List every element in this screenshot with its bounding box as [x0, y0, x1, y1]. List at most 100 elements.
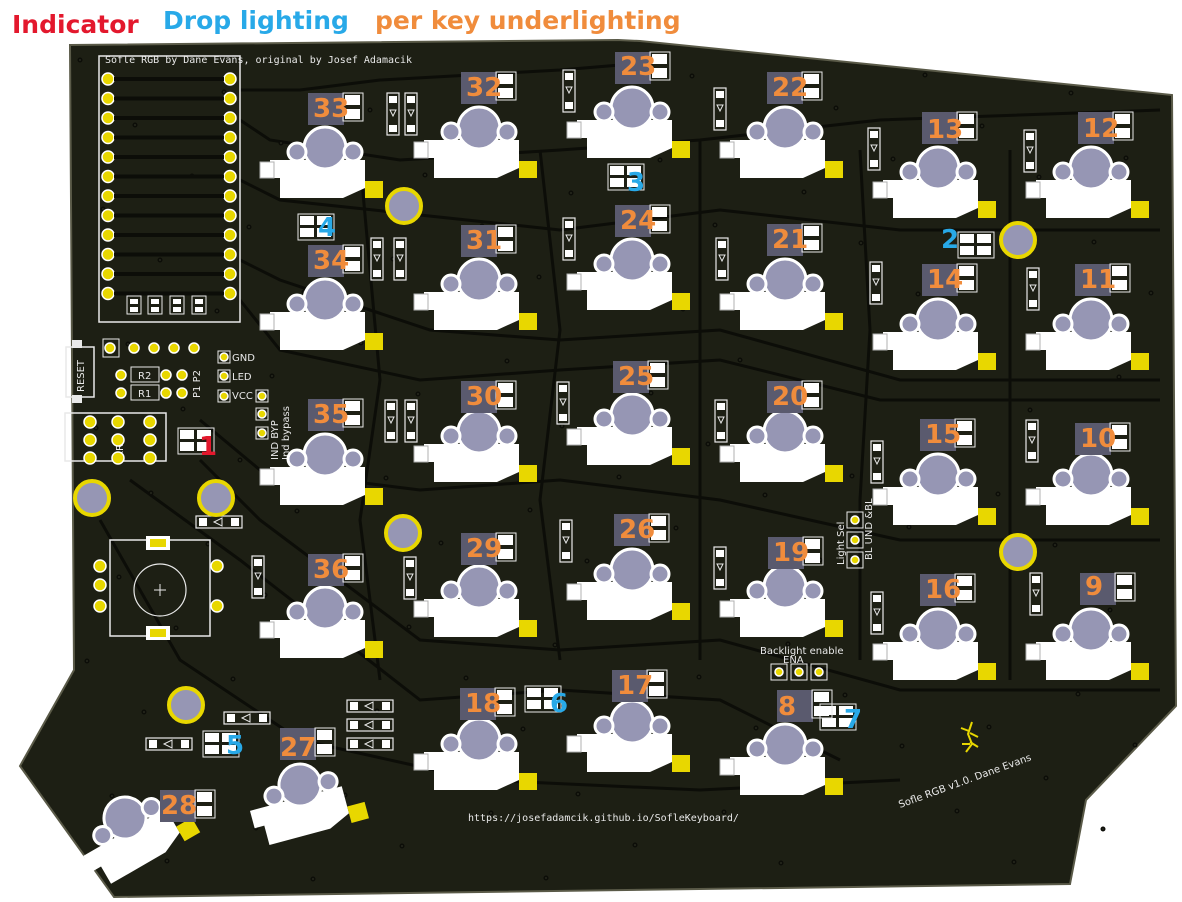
key-label-21: 21 — [772, 225, 808, 255]
switch-footprint — [566, 85, 690, 158]
via-dot — [543, 875, 549, 881]
drop-label-5: 5 — [226, 731, 244, 761]
via-dot — [842, 692, 848, 698]
through-hole-pad — [794, 667, 804, 677]
legend-drop-lighting: Drop lighting — [163, 6, 349, 35]
smd-pad — [147, 295, 163, 315]
via-dot — [785, 641, 791, 647]
switch-footprint — [872, 452, 996, 525]
url-silkscreen: https://josefadamcik.github.io/SofleKeyb… — [468, 813, 739, 824]
via-dot — [1036, 174, 1042, 180]
via-dot — [801, 189, 807, 195]
via-dot — [906, 524, 912, 530]
mounting-hole — [385, 187, 423, 225]
led-footprint — [1080, 572, 1136, 605]
via-dot — [157, 257, 163, 263]
via-dot — [995, 491, 1001, 497]
switch-footprint — [413, 105, 537, 178]
key-label-19: 19 — [773, 538, 809, 568]
through-hole-pad — [160, 387, 172, 399]
through-hole-pad — [143, 433, 157, 447]
led-label: LED — [232, 372, 252, 383]
smd-pad — [126, 295, 142, 315]
diode-footprint — [370, 237, 384, 281]
key-label-17: 17 — [617, 671, 653, 701]
key-label-30: 30 — [466, 382, 502, 412]
via-dot — [148, 490, 154, 496]
through-hole-pad — [111, 433, 125, 447]
key-label-27: 27 — [280, 733, 316, 763]
through-hole-pad — [111, 415, 125, 429]
led-footprint — [615, 204, 671, 237]
gnd-label: GND — [232, 353, 255, 364]
via-dot — [1052, 542, 1058, 548]
via-dot — [584, 558, 590, 564]
key-label-10: 10 — [1080, 424, 1116, 454]
key-label-32: 32 — [466, 73, 502, 103]
via-dot — [342, 792, 348, 798]
led-footprint — [922, 263, 978, 296]
switch-footprint — [259, 585, 383, 658]
via-dot — [1075, 691, 1081, 697]
via-dot — [1116, 374, 1122, 380]
via-dot — [915, 291, 921, 297]
smd-pad — [191, 295, 207, 315]
via-dot — [1027, 407, 1033, 413]
through-hole-pad — [257, 428, 267, 438]
through-hole-pad — [143, 451, 157, 465]
switch-footprint — [719, 257, 843, 330]
led-footprint — [461, 380, 517, 413]
ena-label: ENA — [783, 655, 804, 666]
key-label-35: 35 — [313, 400, 349, 430]
through-hole-pad — [115, 369, 127, 381]
key-label-33: 33 — [313, 94, 349, 124]
mounting-hole — [384, 514, 422, 552]
diode-footprint — [145, 737, 193, 751]
via-dot — [922, 72, 928, 78]
via-dot — [415, 391, 421, 397]
led-footprint — [777, 689, 833, 722]
via-dot — [673, 525, 679, 531]
smd-led-footprint — [202, 730, 240, 758]
mounting-hole — [999, 533, 1037, 571]
through-hole-pad — [93, 599, 107, 613]
via-dot — [575, 791, 581, 797]
drop-label-2: 2 — [941, 225, 959, 255]
jumper-label: P1 P2 — [192, 370, 203, 398]
mounting-holes — [73, 187, 1037, 724]
vcc-label: VCC — [232, 391, 253, 402]
via-dot — [237, 457, 243, 463]
ind-bypass-label-1: IND BYP — [270, 420, 281, 460]
switch-footprint — [413, 717, 537, 790]
via-dot — [986, 724, 992, 730]
via-dot — [721, 809, 727, 815]
through-hole-pad — [850, 515, 860, 525]
led-footprint — [308, 244, 364, 277]
diode-footprint — [713, 546, 727, 590]
via-dot — [1100, 826, 1106, 832]
light-sel-label: Light Sel — [836, 522, 847, 565]
via-dot — [84, 658, 90, 664]
through-hole-pad — [814, 667, 824, 677]
key-label-24: 24 — [620, 206, 656, 236]
header-silkscreen: Sofle RGB by Dane Evans, original by Jos… — [105, 55, 412, 66]
through-hole-pad — [774, 667, 784, 677]
via-dot — [164, 858, 170, 864]
key-label-18: 18 — [465, 689, 501, 719]
key-label-11: 11 — [1080, 265, 1116, 295]
key-label-14: 14 — [927, 265, 963, 295]
through-hole-pad — [850, 555, 860, 565]
via-dot — [438, 540, 444, 546]
through-hole-pad — [210, 599, 224, 613]
smd-pad — [169, 295, 185, 315]
switch-footprint — [719, 105, 843, 178]
switch-footprint — [566, 699, 690, 772]
key-label-15: 15 — [925, 420, 961, 450]
led-footprint — [1078, 111, 1134, 144]
through-hole-pad — [128, 342, 140, 354]
diode-footprint — [869, 261, 883, 305]
via-dot — [632, 842, 638, 848]
reset-label: RESET — [76, 359, 87, 392]
switch-footprint — [1025, 607, 1149, 680]
